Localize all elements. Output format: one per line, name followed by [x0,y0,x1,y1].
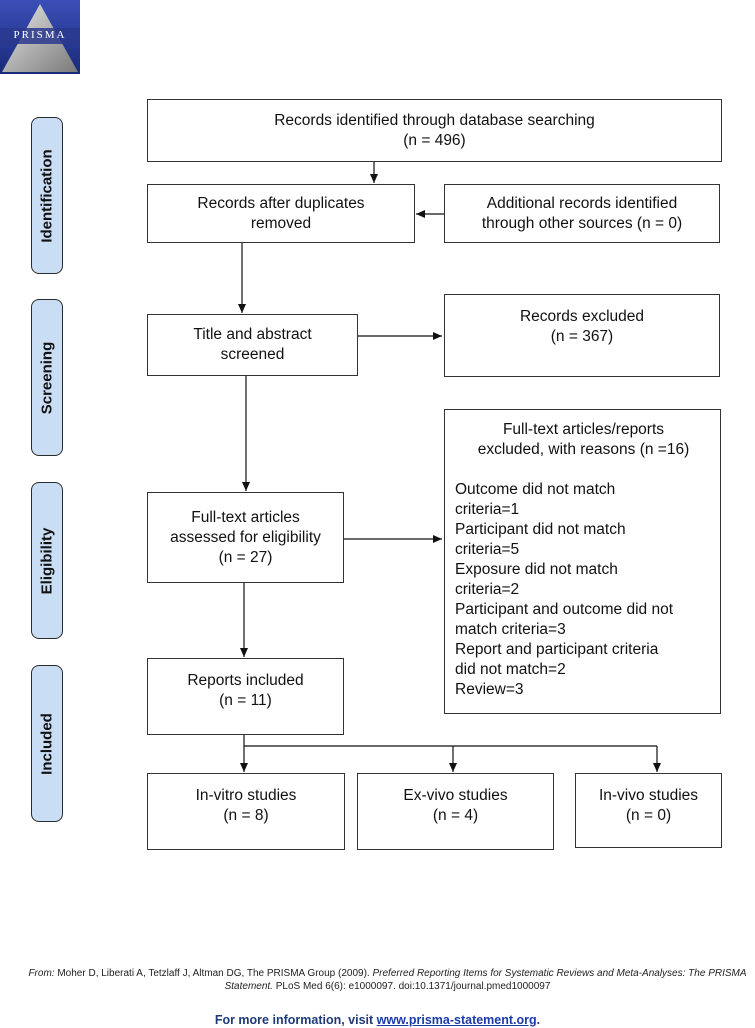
box-reports-included-line1: Reports included [187,672,304,689]
citation-from-label: From: [28,968,55,979]
box-in-vivo-line2: (n = 0) [625,807,672,824]
more-info: For more information, visit www.prisma-s… [0,1013,755,1027]
box-in-vitro-studies: In-vitro studies (n = 8) [147,773,345,850]
citation-authors: Moher D, Liberati A, Tetzlaff J, Altman … [57,968,370,979]
citation: From: Moher D, Liberati A, Tetzlaff J, A… [20,967,755,993]
box-other-sources-line1: Additional records identified [486,194,678,212]
box-records-excluded: Records excluded (n = 367) [444,294,720,377]
box-ex-vivo-studies: Ex-vivo studies (n = 4) [357,773,554,850]
box-fulltext-excluded-spacer [455,460,712,480]
prisma-logo: PRISMA [0,0,80,74]
box-reports-included: Reports included (n = 11) [147,658,344,735]
box-in-vitro-line2: (n = 8) [223,807,269,824]
box-reports-included-line2: (n = 11) [219,692,272,709]
box-database-search-line2: (n = 496) [403,131,466,149]
box-fulltext-assessed-line2: assessed for eligibility [170,528,321,546]
exclusion-reason: Report and participant criteria [455,641,659,658]
citation-title: Preferred Reporting Items for Systematic… [224,968,747,992]
box-in-vivo-line1: In-vivo studies [598,787,699,804]
prisma-website-link[interactable]: www.prisma-statement.org [376,1013,537,1027]
box-database-search-line1: Records identified through database sear… [274,111,595,129]
exclusion-reason: Participant and outcome did not [455,601,673,618]
more-info-suffix: . [536,1013,541,1027]
box-title-abstract-line1: Title and abstract [193,326,312,343]
box-in-vitro-line1: In-vitro studies [195,787,297,804]
box-after-duplicates-line1: Records after duplicates [197,194,365,212]
prisma-logo-text: PRISMA [13,29,67,41]
box-other-sources: Additional records identified through ot… [444,184,720,243]
box-ex-vivo-line1: Ex-vivo studies [403,787,508,804]
box-after-duplicates-line2: removed [250,214,312,232]
phase-identification: Identification [31,117,63,274]
more-info-prefix: For more information, visit [214,1013,374,1027]
exclusion-reason: Outcome did not match [455,481,616,498]
phase-eligibility: Eligibility [31,482,63,639]
box-title-abstract-screened: Title and abstract screened [147,314,358,376]
box-fulltext-assessed-line3: (n = 27) [218,548,273,566]
box-after-duplicates: Records after duplicates removed [147,184,415,243]
exclusion-reason: Participant did not match [455,521,626,538]
phase-included: Included [31,665,63,822]
exclusion-reason: did not match=2 [455,661,566,678]
exclusion-reason: criteria=2 [455,581,520,598]
box-ex-vivo-line2: (n = 4) [432,807,479,824]
box-fulltext-excluded: Full-text articles/reports excluded, wit… [444,409,721,714]
box-records-excluded-line1: Records excluded [519,308,645,325]
phase-screening: Screening [31,299,63,456]
box-fulltext-assessed-line1: Full-text articles [191,508,300,526]
exclusion-reason: match criteria=3 [455,621,566,638]
box-fulltext-excluded-line1: Full-text articles/reports [502,421,665,438]
citation-journal: PLoS Med 6(6): e1000097. doi:10.1371/jou… [275,981,551,992]
box-database-search: Records identified through database sear… [147,99,722,162]
exclusion-reason: Review=3 [455,681,524,698]
box-fulltext-excluded-line2: excluded, with reasons (n =16) [477,441,690,458]
box-in-vivo-studies: In-vivo studies (n = 0) [575,773,722,848]
box-title-abstract-line2: screened [220,346,285,363]
exclusion-reason: criteria=5 [455,541,520,558]
exclusion-reason: Exposure did not match [455,561,618,578]
box-fulltext-assessed: Full-text articles assessed for eligibil… [147,492,344,583]
exclusion-reason: criteria=1 [455,501,520,518]
box-other-sources-line2: through other sources (n = 0) [481,214,683,232]
box-records-excluded-line2: (n = 367) [550,328,614,345]
